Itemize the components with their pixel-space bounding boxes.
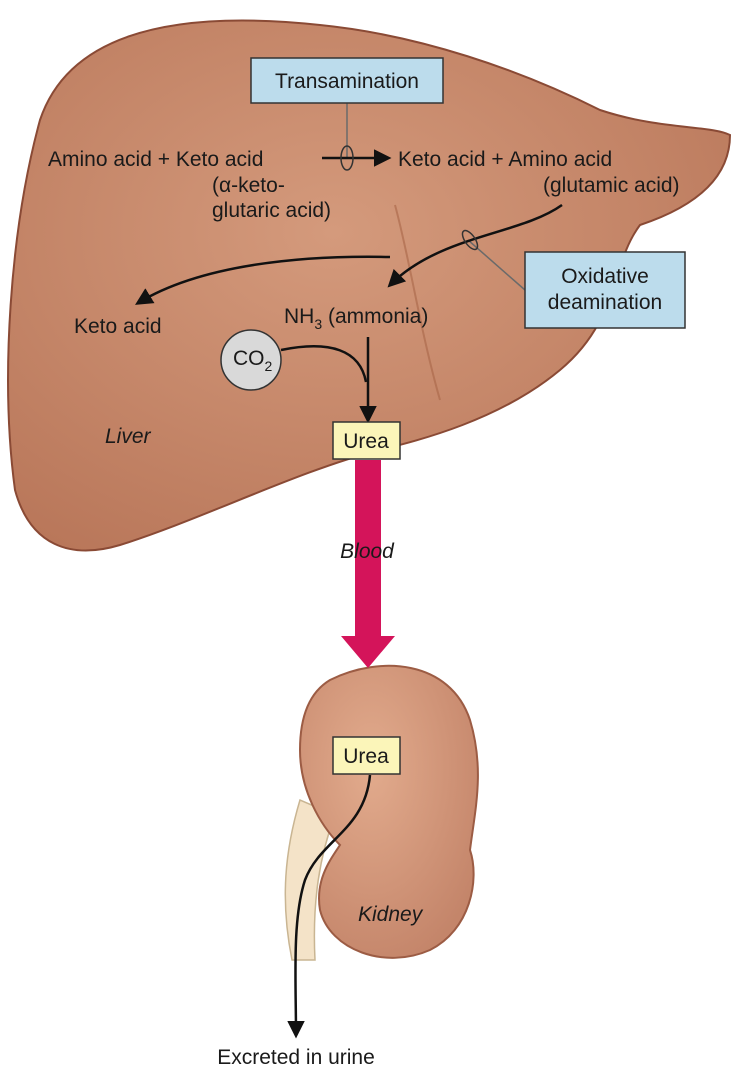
liver-label: Liver [105, 425, 152, 448]
urea-liver-label: Urea [343, 430, 389, 453]
keto-note-line1: (α-keto- [212, 174, 285, 197]
keto-acid-product: Keto acid [74, 315, 162, 338]
ammonia-label: NH3 (ammonia) [284, 305, 428, 332]
urea-kidney-label: Urea [343, 745, 389, 768]
keto-note-line2: glutaric acid) [212, 199, 331, 222]
reaction-left: Amino acid + Keto acid [48, 148, 263, 171]
excreted-label: Excreted in urine [217, 1046, 375, 1069]
blood-arrow-head [341, 636, 395, 668]
reaction-right: Keto acid + Amino acid [398, 148, 612, 171]
glutamic-note: (glutamic acid) [543, 174, 680, 197]
transamination-label: Transamination [275, 70, 419, 93]
oxidative-box [525, 252, 685, 328]
blood-label: Blood [340, 540, 395, 563]
oxidative-line1: Oxidative [561, 265, 649, 288]
kidney-label: Kidney [358, 903, 424, 926]
oxidative-line2: deamination [548, 291, 662, 314]
